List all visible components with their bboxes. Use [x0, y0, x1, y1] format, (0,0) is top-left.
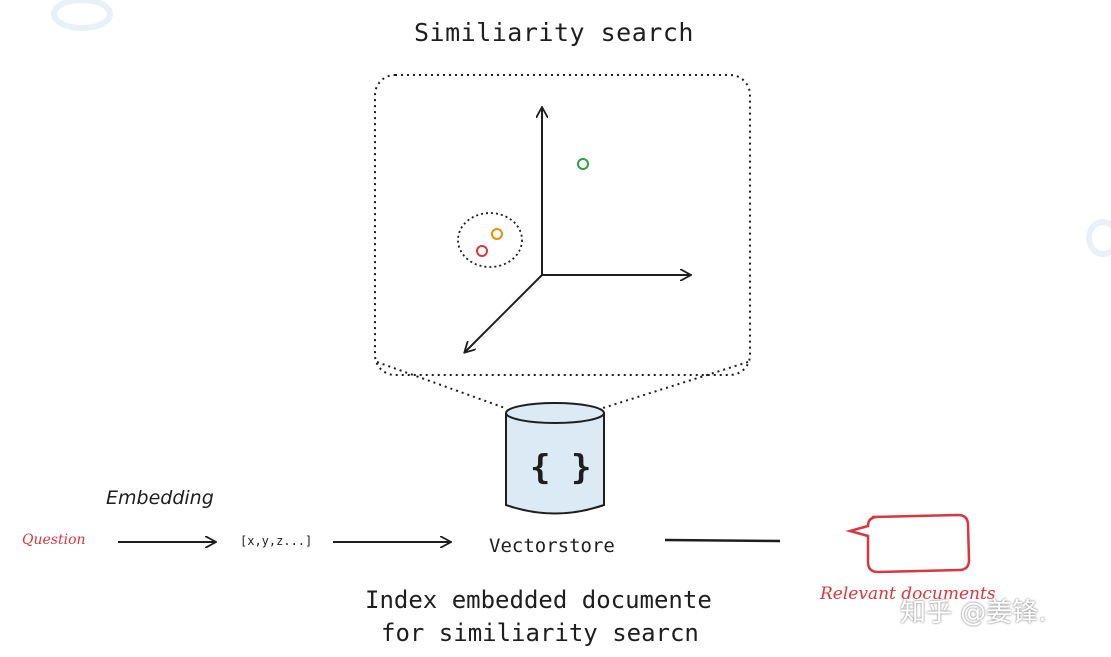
axis-depth: [465, 274, 543, 352]
embedding-label: Embedding: [106, 487, 214, 509]
question-label: Question: [22, 532, 86, 548]
line-vectorstore-to-documents: [664, 538, 781, 543]
relevant-documents-label: Relevant documents: [820, 584, 996, 604]
vector-label: [x,y,z...]: [240, 534, 313, 548]
zoom-connector-left: [376, 361, 506, 409]
index-caption-line2: for similiarity searcn: [381, 619, 699, 647]
zoom-connector-right: [602, 361, 749, 409]
green-point: [577, 158, 589, 170]
index-caption: Index embedded documente for similiarity…: [365, 584, 712, 650]
decorative-marks: [51, 0, 1111, 257]
similarity-search-box: [374, 74, 751, 376]
red-point: [476, 245, 488, 257]
index-caption-line1: Index embedded documente: [365, 586, 712, 614]
watermark: 知乎 @姜锋.: [900, 598, 1047, 628]
orange-point: [491, 228, 503, 240]
vectorstore-cylinder: [505, 402, 605, 515]
relevant-documents-box: [845, 513, 971, 574]
cluster-ellipse: [457, 212, 523, 268]
braces-icon: { }: [530, 448, 592, 488]
page-title: Similiarity search: [414, 18, 694, 47]
vectorstore-label: Vectorstore: [489, 535, 615, 557]
